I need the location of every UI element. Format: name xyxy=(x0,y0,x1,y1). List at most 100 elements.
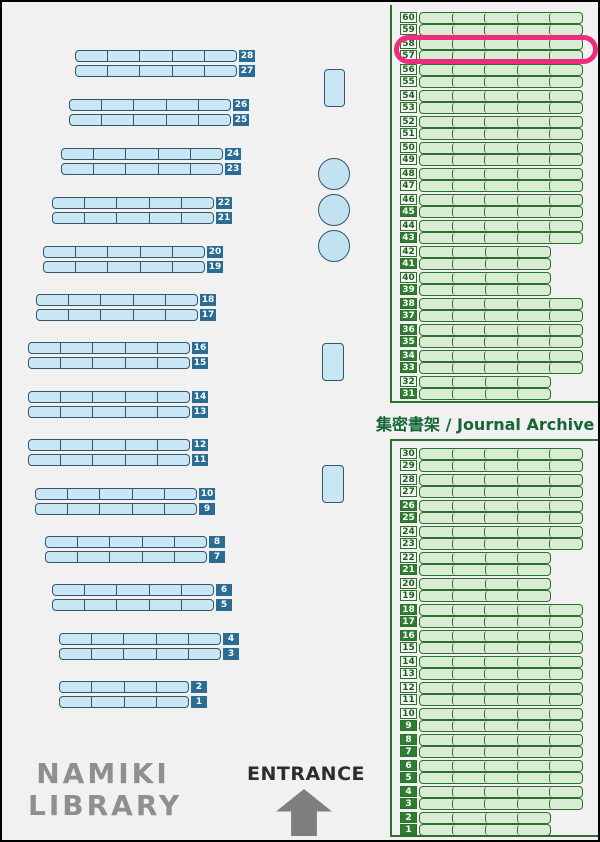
shelf-number-badge: 11 xyxy=(192,454,208,466)
archive-shelf-bar xyxy=(419,89,583,102)
shelf-number-badge: 26 xyxy=(233,99,249,111)
archive-shelf-number-badge: 39 xyxy=(400,284,417,295)
shelf-cell xyxy=(141,537,174,547)
shelf-cell xyxy=(516,642,550,653)
shelf-cell xyxy=(484,760,517,771)
shelf-cell xyxy=(484,812,518,823)
shelf-cell xyxy=(549,24,582,35)
archive-shelf-bar xyxy=(419,271,551,284)
archive-shelf-bar xyxy=(419,205,583,218)
archive-shelf-number-badge: 42 xyxy=(400,246,417,257)
shelf-cell xyxy=(155,682,188,692)
archive-shelf-row-41: 41 xyxy=(400,257,598,270)
shelf-bar xyxy=(59,681,189,693)
shelf-cell xyxy=(549,512,582,523)
shelf-cell xyxy=(549,500,582,511)
shelf-number-badge: 28 xyxy=(239,50,255,62)
shelf-cell xyxy=(420,449,452,459)
shelf-cell xyxy=(517,388,550,399)
shelf-cell xyxy=(451,734,485,745)
archive-shelf-row-12: 12 xyxy=(400,681,598,694)
shelf-cell xyxy=(171,247,204,257)
shelf-cell xyxy=(549,50,582,61)
archive-shelf-row-7: 7 xyxy=(400,745,598,758)
shelf-bar xyxy=(52,599,214,611)
shelf-cell xyxy=(92,440,124,450)
shelf-cell xyxy=(124,392,157,402)
shelf-cell xyxy=(484,298,517,309)
shelf-cell xyxy=(420,65,452,75)
shelf-cell xyxy=(549,734,582,745)
archive-shelf-number-badge: 47 xyxy=(400,180,417,191)
shelf-cell xyxy=(516,656,550,667)
shelf-bar xyxy=(52,212,214,224)
shelf-cell xyxy=(451,12,485,23)
shelf-cell xyxy=(516,310,550,321)
shelf-bar xyxy=(28,357,190,369)
archive-shelf-number-badge: 44 xyxy=(400,220,417,231)
shelf-number-badge: 14 xyxy=(192,391,208,403)
shelf-cell xyxy=(197,100,230,110)
shelf-cell xyxy=(484,168,517,179)
archive-shelf-bar xyxy=(419,23,583,36)
shelf-cell xyxy=(484,708,517,719)
shelf-cell xyxy=(101,115,133,125)
archive-shelf-number-badge: 52 xyxy=(400,116,417,127)
shelf-cell xyxy=(62,149,93,159)
archive-shelf-bar xyxy=(419,127,583,140)
archive-shelf-number-badge: 4 xyxy=(400,786,417,797)
archive-shelf-bar xyxy=(419,811,551,824)
archive-shelf-row-35: 35 xyxy=(400,335,598,348)
shelf-cell xyxy=(516,336,550,347)
shelf-cell xyxy=(451,590,485,601)
archive-shelf-number-badge: 59 xyxy=(400,24,417,35)
shelf-number-badge: 5 xyxy=(216,599,232,611)
shelf-cell xyxy=(516,24,550,35)
archive-shelf-number-badge: 54 xyxy=(400,90,417,101)
shelf-cell xyxy=(44,247,75,257)
shelf-cell xyxy=(67,489,99,499)
shelf-cell xyxy=(420,617,452,627)
study-table-rect xyxy=(322,465,344,503)
shelf-number-badge: 2 xyxy=(191,681,207,693)
shelf-number-badge: 17 xyxy=(200,309,216,321)
shelf-cell xyxy=(420,363,452,373)
archive-shelf-bar xyxy=(419,733,583,746)
shelf-cell xyxy=(549,486,582,497)
shelf-cell xyxy=(484,526,517,537)
archive-shelf-row-10: 10 xyxy=(400,707,598,720)
shelf-cell xyxy=(148,600,181,610)
archive-shelf-bar xyxy=(419,375,551,388)
shelf-bar xyxy=(35,488,197,500)
shelf-cell xyxy=(451,604,485,615)
shelf-cell xyxy=(180,198,213,208)
study-table-rect xyxy=(324,69,345,107)
shelf-cell xyxy=(451,824,485,835)
archive-shelf-bar xyxy=(419,499,583,512)
shelf-cell xyxy=(132,310,165,320)
shelf-cell xyxy=(451,772,485,783)
shelf-cell xyxy=(155,634,188,644)
archive-shelf-bar xyxy=(419,459,583,472)
shelf-cell xyxy=(451,746,485,757)
shelf-cell xyxy=(123,634,155,644)
shelf-cell xyxy=(451,50,485,61)
shelf-cell xyxy=(92,392,124,402)
archive-shelf-row-8: 8 xyxy=(400,733,598,746)
archive-shelf-number-badge: 26 xyxy=(400,500,417,511)
shelf-cell xyxy=(484,336,517,347)
shelf-cell xyxy=(451,630,485,641)
shelf-cell xyxy=(451,512,485,523)
shelf-cell xyxy=(420,143,452,153)
shelf-cell xyxy=(484,24,517,35)
shelf-cell xyxy=(60,392,92,402)
shelf-cell xyxy=(451,102,485,113)
shelf-cell xyxy=(92,455,124,465)
shelf-cell xyxy=(141,552,174,562)
shelf-cell xyxy=(139,66,171,76)
shelf-cell xyxy=(484,206,517,217)
archive-shelf-bar xyxy=(419,707,583,720)
shelf-cell xyxy=(131,489,164,499)
shelf-cell xyxy=(549,760,582,771)
